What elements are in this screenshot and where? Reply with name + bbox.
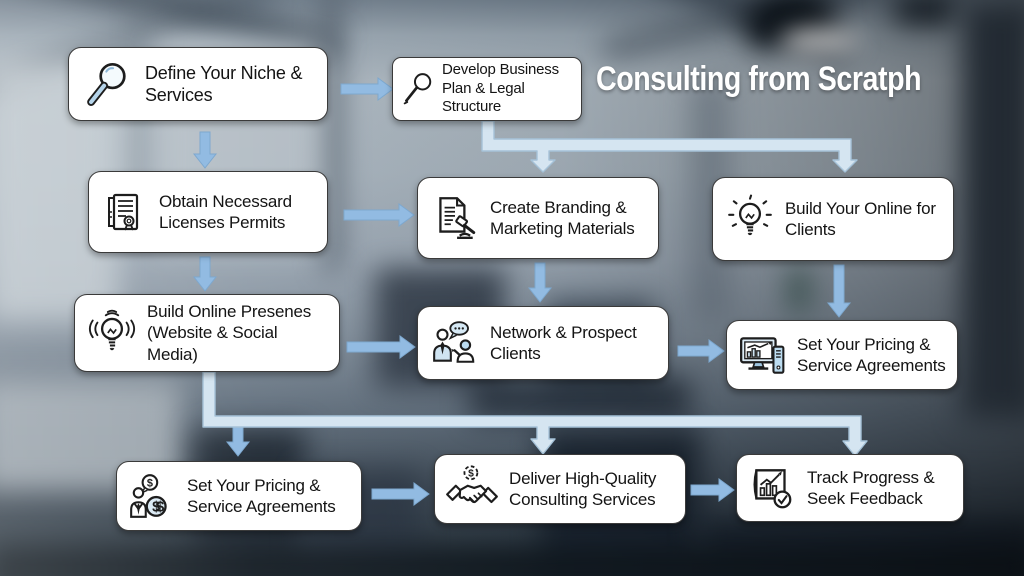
computer-chart-icon (737, 332, 787, 378)
search-icon (81, 59, 135, 109)
flow-step-label: Obtain Necessard Licenses Permits (159, 191, 292, 232)
svg-text:$: $ (147, 477, 153, 489)
flow-step-label: Network & Prospect Clients (490, 322, 637, 363)
svg-text:$: $ (152, 500, 160, 516)
flow-step-label: Define Your Niche & Services (145, 62, 303, 106)
flow-step-develop-plan: Develop Business Plan & Legal Structure (392, 57, 582, 121)
arrow-online-to-pricing (826, 264, 852, 318)
arrow-network-to-pricing (677, 339, 725, 363)
person-pricing-icon: $ $ $ (127, 472, 177, 520)
arrow-pricing-to-deliver (371, 482, 430, 506)
arrow-licenses-to-branding (343, 203, 415, 227)
handshake-icon: $ (445, 464, 499, 514)
flow-step-track-progress: Track Progress & Seek Feedback (736, 454, 964, 522)
flow-step-define-niche: Define Your Niche & Services (68, 47, 328, 121)
document-gavel-icon (430, 193, 480, 243)
lightbulb-icon (725, 193, 775, 245)
background-shape (895, 0, 955, 24)
flow-step-label: Build Online Presenes (Website & Social … (147, 302, 312, 364)
arrow-branding-to-network (527, 262, 553, 303)
flow-step-pricing-computer: Set Your Pricing & Service Agreements (726, 320, 958, 390)
flow-step-label: Track Progress & Seek Feedback (807, 467, 935, 508)
arrow-presence-to-network (346, 335, 416, 359)
arrow-deliver-to-track (690, 478, 735, 502)
flow-step-label: Deliver High-Quality Consulting Services (509, 468, 657, 509)
flow-step-network-prospect: Network & Prospect Clients (417, 306, 669, 380)
search-outline-icon (401, 69, 437, 109)
connector-plan-split (481, 120, 858, 173)
flow-step-label: Develop Business Plan & Legal Structure (442, 60, 559, 116)
flow-step-obtain-licenses: Obtain Necessard Licenses Permits (88, 171, 328, 253)
background-shape (470, 378, 690, 420)
arrow-niche-to-plan (340, 77, 394, 101)
svg-text:$: $ (468, 469, 474, 480)
flow-step-online-presence: Build Online Presenes (Website & Social … (74, 294, 340, 372)
background-shape (325, 0, 339, 270)
flow-step-pricing-person: $ $ $ Set Your Pricing & Service Agreeme… (116, 461, 362, 531)
background-shape (0, 548, 1024, 576)
svg-text:$: $ (156, 500, 164, 516)
flow-step-label: Build Your Online for Clients (785, 198, 936, 239)
license-certificate-icon (101, 188, 149, 236)
background-shape (790, 268, 808, 312)
flow-step-deliver-services: $ Deliver High-Quality Consulting Servic… (434, 454, 686, 524)
flow-step-build-online: Build Your Online for Clients (712, 177, 954, 261)
arrow-bar-to-pricing-person (225, 426, 251, 457)
connector-bottom-split (202, 371, 868, 457)
background-shape (962, 0, 1024, 420)
flow-step-create-branding: Create Branding & Marketing Materials (417, 177, 659, 259)
flow-step-label: Set Your Pricing & Service Agreements (797, 334, 946, 375)
progress-chart-icon (747, 464, 797, 512)
lamp-glow (780, 28, 860, 54)
arrow-licenses-to-presence (192, 256, 218, 292)
flow-step-label: Set Your Pricing & Service Agreements (187, 475, 336, 516)
arrow-niche-to-licenses (192, 131, 218, 169)
networking-people-icon (430, 319, 480, 367)
flow-step-label: Create Branding & Marketing Materials (490, 197, 635, 238)
lightbulb-broadcast-icon (87, 307, 137, 359)
diagram-title: Consulting from Scratph (596, 60, 922, 98)
